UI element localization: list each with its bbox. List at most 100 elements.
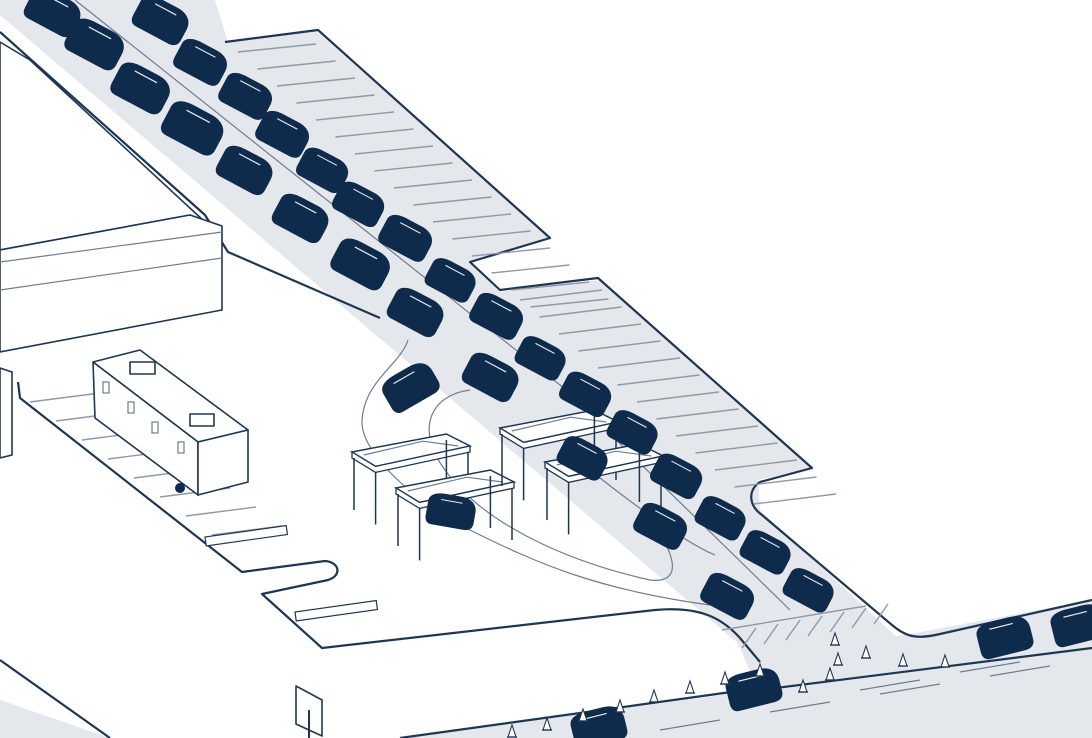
building-parapet — [0, 231, 223, 291]
car-icon — [461, 352, 519, 403]
car-icon — [425, 493, 476, 531]
car-icon — [386, 287, 444, 338]
car-body — [424, 258, 476, 303]
car-icon — [215, 145, 273, 196]
car-body — [64, 18, 124, 71]
parking-stripe — [753, 493, 837, 505]
car-icon — [633, 502, 688, 550]
car-body — [386, 287, 444, 338]
car-windshield — [583, 712, 607, 720]
car-windshield — [760, 536, 780, 549]
car-body — [218, 72, 273, 120]
car-windshield — [1063, 610, 1087, 618]
lower-lot-edge — [16, 381, 761, 663]
main-building — [0, 41, 223, 459]
car-windshield — [400, 222, 421, 234]
car-icon — [650, 453, 703, 500]
car-windshield — [353, 188, 374, 200]
car-body — [271, 193, 329, 244]
car-body — [469, 292, 524, 340]
car-windshield — [989, 622, 1013, 630]
parking-stripe — [530, 298, 609, 308]
parking-stripe — [296, 94, 375, 104]
car-windshield — [715, 502, 735, 515]
car-windshield — [655, 510, 676, 522]
car-windshield — [46, 0, 69, 8]
car-icon — [271, 193, 329, 244]
car-icon — [378, 214, 433, 262]
car-body — [160, 101, 224, 156]
car-icon — [218, 72, 273, 120]
parking-stripe — [695, 442, 778, 454]
car-windshield — [803, 574, 823, 587]
car-icon — [110, 62, 170, 115]
crosswalk-stripe — [873, 603, 889, 625]
parking-stripe — [510, 281, 590, 291]
car-windshield — [393, 371, 415, 385]
bottom-road-edge — [399, 686, 761, 738]
car-icon — [382, 363, 440, 414]
car-icon — [694, 496, 746, 541]
crosswalk-stripe — [829, 611, 845, 633]
parking-stripe — [432, 213, 512, 223]
parking-stripe — [617, 374, 700, 386]
traffic-cones — [507, 631, 950, 738]
car-icon — [131, 0, 189, 46]
upper-lot-edge — [224, 28, 1092, 638]
car-icon — [64, 18, 124, 71]
car-body — [1050, 604, 1092, 648]
car-icon — [255, 110, 310, 158]
crosswalk-stripe — [807, 615, 823, 637]
parking-stripe — [354, 145, 434, 155]
parking-stripe — [452, 230, 531, 240]
trailer-roof-unit-2 — [189, 413, 215, 427]
car-body — [382, 363, 440, 414]
parking-stripe — [257, 60, 336, 70]
car-icon — [739, 530, 791, 575]
car-windshield — [238, 153, 261, 166]
car-body — [23, 0, 81, 38]
tent-valance — [395, 481, 515, 510]
car-icon — [173, 38, 228, 86]
parking-stripe — [29, 392, 101, 403]
crosswalk — [721, 603, 889, 649]
tent-valance — [351, 445, 471, 474]
car-icon — [559, 371, 612, 418]
car-body — [332, 181, 385, 228]
car-windshield — [484, 360, 507, 373]
parking-stripe — [491, 264, 570, 274]
car-body — [461, 352, 519, 403]
car-icon — [23, 0, 81, 38]
parking-stripe — [185, 506, 257, 517]
road-sign-icon — [295, 685, 323, 738]
parking-stripe — [675, 425, 759, 437]
car-icon — [556, 436, 608, 481]
crosswalk-stripe — [785, 619, 801, 641]
car-body — [425, 493, 476, 531]
car-body — [378, 214, 433, 262]
parking-stripe — [714, 459, 798, 471]
car-windshield — [491, 300, 512, 312]
crosswalk-stripe — [851, 607, 867, 629]
car-windshield — [722, 580, 743, 592]
traffic-cone-icon — [685, 679, 695, 694]
bottom-lane-dash-2 — [659, 665, 1051, 731]
car-icon — [700, 572, 755, 620]
car-windshield — [354, 246, 378, 260]
car-body — [330, 238, 390, 291]
trailer-windows — [102, 381, 185, 454]
car-body — [559, 371, 612, 418]
car-windshield — [134, 70, 158, 84]
car-icon — [160, 101, 224, 156]
parking-blocks — [204, 524, 379, 622]
parking-stripes — [29, 43, 837, 536]
parking-stripe — [335, 128, 414, 138]
car-body — [725, 668, 783, 712]
car-windshield — [627, 416, 647, 429]
car-windshield — [671, 460, 692, 472]
car-windshield — [577, 442, 597, 455]
car-windshield — [186, 109, 211, 124]
vehicle-queue — [23, 0, 1092, 738]
crosswalk-stripe — [763, 623, 779, 645]
